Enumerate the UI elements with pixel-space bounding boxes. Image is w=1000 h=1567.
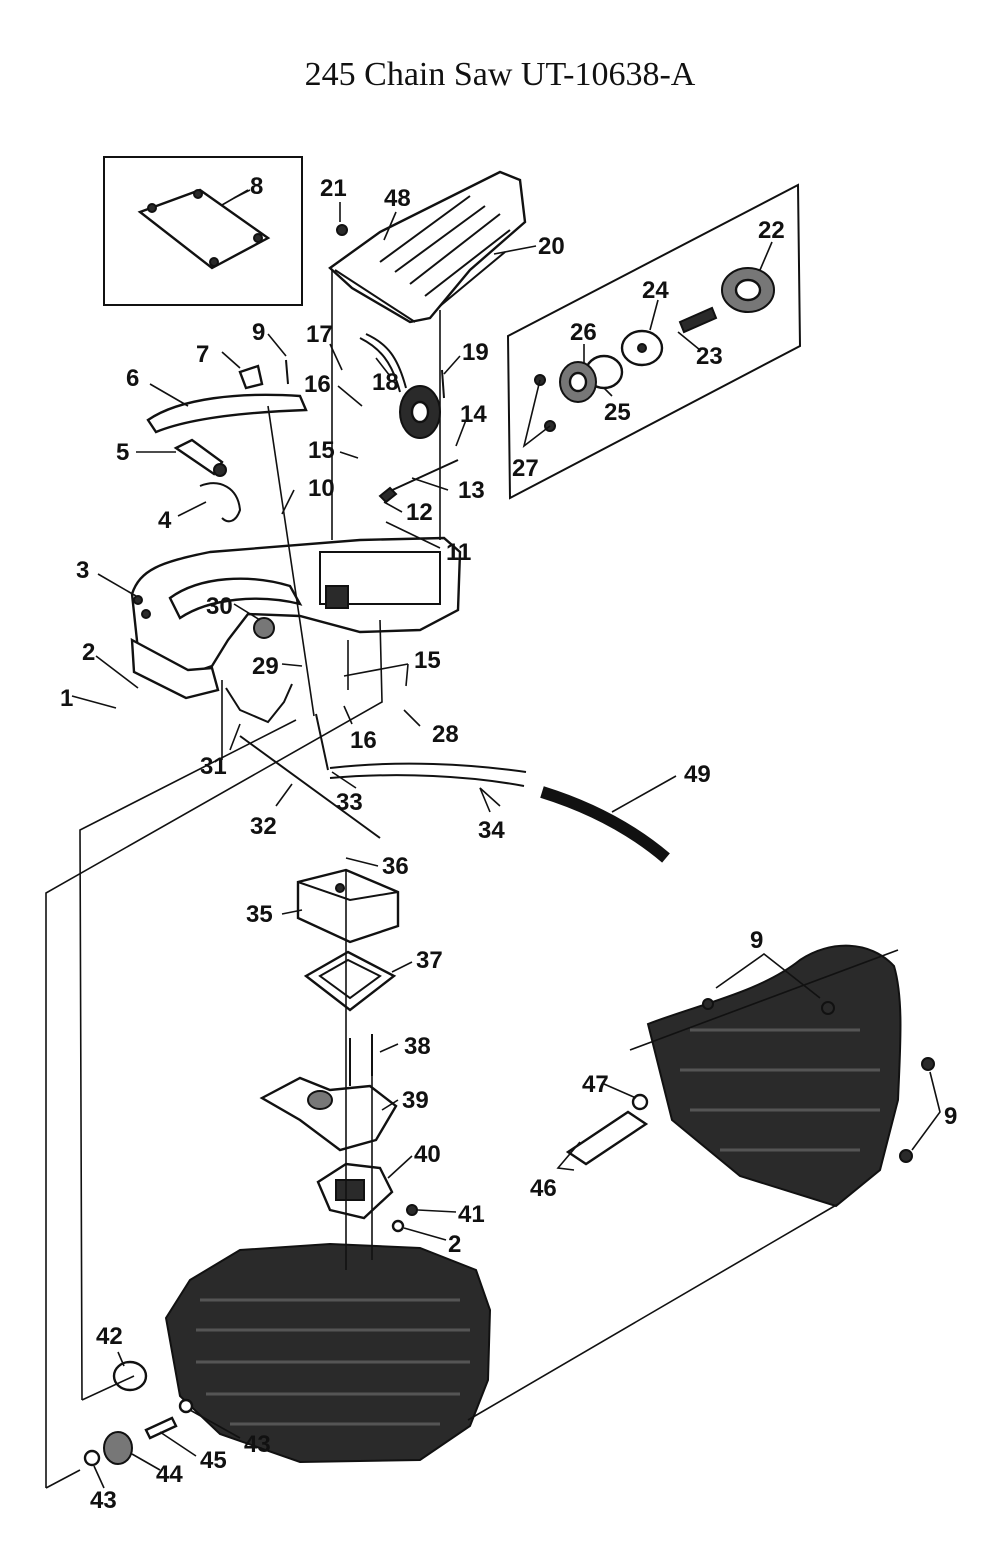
label-part-48: 48	[384, 185, 411, 212]
fuel-tube-parts	[359, 333, 459, 504]
label-part-3: 3	[76, 557, 89, 584]
label-part-25: 25	[604, 399, 631, 426]
label-part-43-right: 43	[244, 1431, 271, 1458]
label-part-10: 10	[308, 475, 335, 502]
label-part-41: 41	[458, 1201, 485, 1228]
throttle-linkage	[173, 438, 242, 523]
label-part-22: 22	[758, 217, 785, 244]
label-part-9-right: 9	[944, 1103, 957, 1130]
label-part-6: 6	[126, 365, 139, 392]
part-number-labels: 1 2 2 3 4 5 6 7 8 9 9 9 10 11 12 13 14 1…	[60, 173, 957, 1514]
page-title: 245 Chain Saw UT-10638-A	[304, 56, 696, 93]
label-part-18: 18	[372, 369, 399, 396]
label-part-34: 34	[478, 817, 505, 844]
inset-box-part-8	[103, 156, 303, 306]
label-part-36: 36	[382, 853, 409, 880]
inset-box-parts-22-27	[506, 183, 802, 500]
label-part-40: 40	[414, 1141, 441, 1168]
label-part-35: 35	[246, 901, 273, 928]
label-part-9-guard: 9	[750, 927, 763, 954]
label-part-31: 31	[200, 753, 227, 780]
leader-lines	[45, 189, 941, 1489]
label-part-7: 7	[196, 341, 209, 368]
label-part-38: 38	[404, 1033, 431, 1060]
label-part-29: 29	[252, 653, 279, 680]
label-part-42: 42	[96, 1323, 123, 1350]
label-part-39: 39	[402, 1087, 429, 1114]
label-part-19: 19	[462, 339, 489, 366]
label-part-12: 12	[406, 499, 433, 526]
label-part-15-upper: 15	[308, 437, 335, 464]
label-part-9-top: 9	[252, 319, 265, 346]
upper-handle-parts	[146, 359, 308, 434]
label-part-33: 33	[336, 789, 363, 816]
label-part-20: 20	[538, 233, 565, 260]
label-part-21: 21	[320, 175, 347, 202]
label-part-43-left: 43	[90, 1487, 117, 1514]
label-part-2-lower: 2	[448, 1231, 461, 1258]
carburetor-parts	[259, 1034, 418, 1233]
cylinder-shroud	[328, 170, 527, 324]
label-part-28: 28	[432, 721, 459, 748]
label-part-16-upper: 16	[304, 371, 331, 398]
label-part-8: 8	[250, 173, 263, 200]
label-part-46: 46	[530, 1175, 557, 1202]
rear-handle-housing	[130, 536, 462, 700]
fuel-lines	[329, 762, 670, 863]
label-part-26: 26	[570, 319, 597, 346]
label-part-47: 47	[582, 1071, 609, 1098]
label-part-5: 5	[116, 439, 129, 466]
label-part-37: 37	[416, 947, 443, 974]
trigger-linkage	[225, 683, 381, 839]
label-part-27: 27	[512, 455, 539, 482]
air-filter-parts	[296, 868, 400, 1012]
label-part-49: 49	[684, 761, 711, 788]
label-part-1: 1	[60, 685, 73, 712]
label-part-24: 24	[642, 277, 669, 304]
label-part-13: 13	[458, 477, 485, 504]
label-part-14: 14	[460, 401, 487, 428]
label-part-11: 11	[446, 539, 471, 566]
label-part-15-lower: 15	[414, 647, 441, 674]
label-part-44: 44	[156, 1461, 183, 1488]
label-part-45: 45	[200, 1447, 227, 1474]
label-part-23: 23	[696, 343, 723, 370]
label-part-2-upper: 2	[82, 639, 95, 666]
label-part-32: 32	[250, 813, 277, 840]
label-part-4: 4	[158, 507, 172, 534]
label-part-16-lower: 16	[350, 727, 377, 754]
label-part-30: 30	[206, 593, 233, 620]
label-part-17: 17	[306, 321, 333, 348]
front-guard-assembly	[565, 944, 935, 1208]
engine-crankcase	[83, 1242, 492, 1467]
